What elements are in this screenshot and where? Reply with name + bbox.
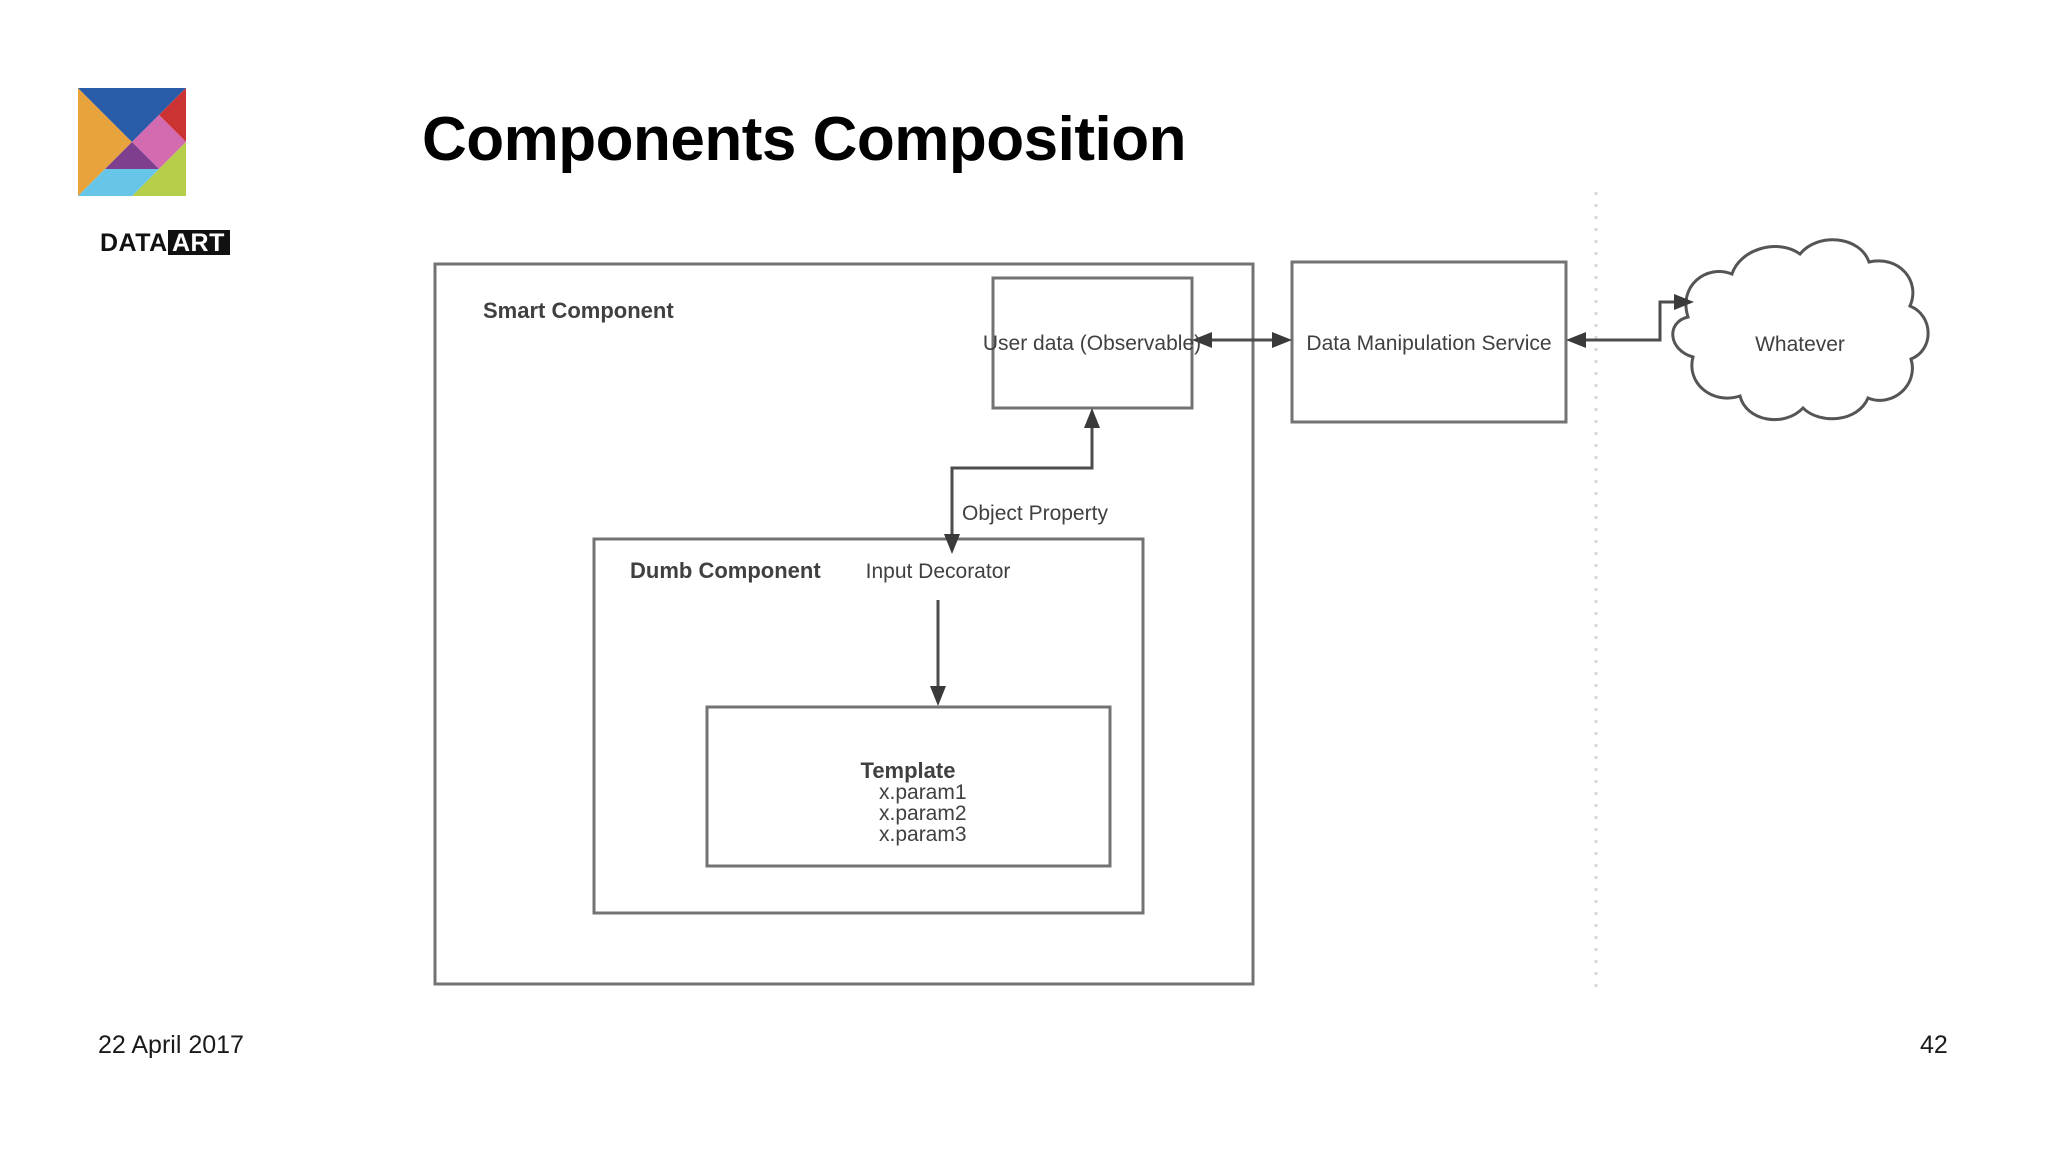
template-param-3: x.param3 [879, 823, 967, 846]
data-manipulation-service-label: Data Manipulation Service [1306, 332, 1551, 355]
svg-text:DATA: DATA [100, 229, 168, 257]
dataart-wordmark: DATA ART [100, 228, 250, 258]
user-data-box[interactable] [991, 276, 1194, 410]
edge-object-property [944, 408, 1100, 554]
object-property-label: Object Property [962, 502, 1108, 525]
edge-input-decorator-template [930, 600, 946, 706]
template-param-2: x.param2 [879, 802, 967, 825]
edge-service-whatever [1566, 294, 1694, 348]
dumb-component-box[interactable] [592, 537, 1145, 915]
whatever-label: Whatever [1755, 333, 1845, 356]
template-label: Template [861, 758, 956, 783]
brand-logo: DATA ART [78, 88, 230, 258]
smart-component-box[interactable] [433, 262, 1255, 986]
footer-page-number: 42 [1920, 1031, 1948, 1059]
dumb-component-label: Dumb Component [630, 558, 821, 583]
page-title: Components Composition [422, 105, 1186, 174]
svg-text:ART: ART [172, 229, 225, 257]
template-box[interactable] [705, 705, 1112, 868]
footer-date: 22 April 2017 [98, 1031, 244, 1059]
edge-userdata-service [1192, 332, 1292, 348]
data-manipulation-service-box[interactable] [1290, 260, 1568, 424]
whatever-cloud-shape[interactable] [1671, 238, 1930, 422]
smart-component-label: Smart Component [483, 298, 674, 323]
input-decorator-label: Input Decorator [866, 560, 1011, 583]
dataart-tangram-icon [78, 88, 186, 196]
user-data-label: User data (Observable) [983, 332, 1201, 355]
template-param-1: x.param1 [879, 781, 967, 804]
